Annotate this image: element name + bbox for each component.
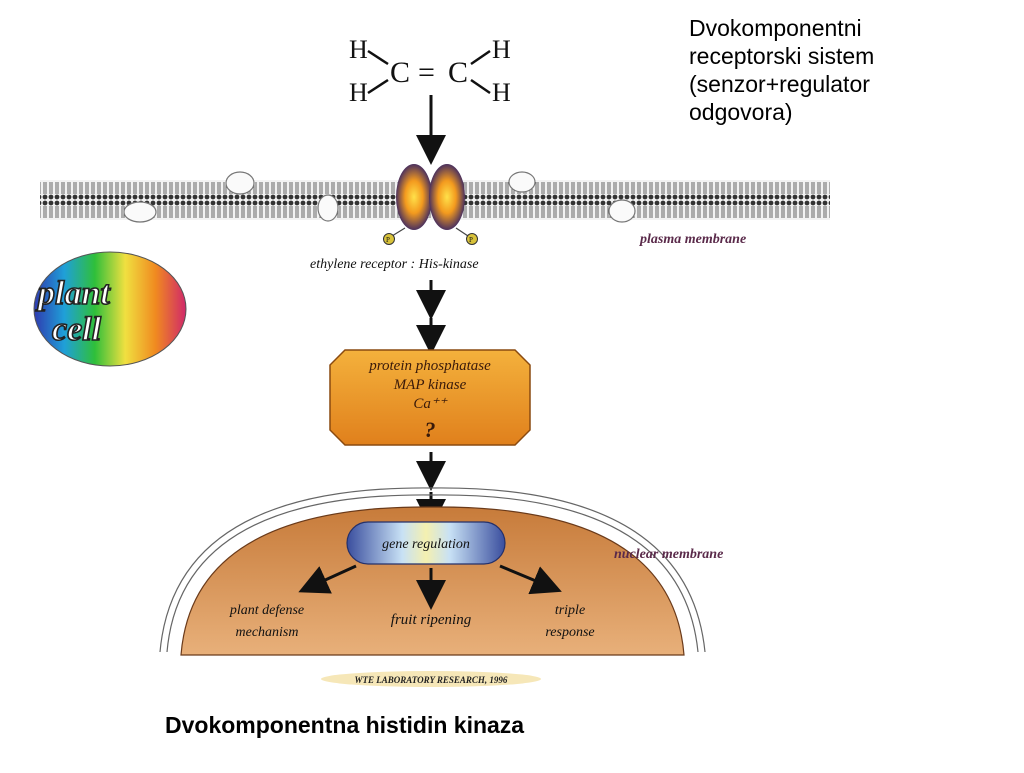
two-component-system-label: Dvokomponentni receptorski sistem (senzo… bbox=[689, 14, 1019, 126]
carbon-right: C bbox=[448, 56, 468, 89]
credit-text: WTE LABORATORY RESEARCH, 1996 bbox=[355, 675, 508, 685]
box-line-calcium: Ca⁺⁺ bbox=[413, 396, 447, 412]
phosphate-right: P bbox=[469, 236, 473, 244]
side-label-line-2: receptorski sistem bbox=[689, 43, 875, 69]
output-ripening: fruit ripening bbox=[391, 612, 472, 628]
hydrogen-top-left: H bbox=[349, 35, 368, 64]
box-line-phosphatase: protein phosphatase bbox=[368, 358, 491, 374]
carbon-left: C bbox=[390, 56, 410, 89]
box-line-unknown: ? bbox=[425, 417, 436, 442]
logo-word-cell: cell bbox=[52, 311, 102, 348]
credit-banner: WTE LABORATORY RESEARCH, 1996 bbox=[321, 671, 541, 687]
arrow-to-triple-response bbox=[499, 564, 562, 595]
side-label-line-4: odgovora) bbox=[689, 99, 793, 125]
output-defense-line2: mechanism bbox=[236, 625, 299, 640]
nuclear-membrane-label: nuclear membrane bbox=[614, 547, 723, 562]
double-bond: = bbox=[418, 56, 435, 89]
side-label-line-1: Dvokomponentni bbox=[689, 15, 862, 41]
output-defense-line1: plant defense bbox=[229, 603, 304, 618]
hydrogen-top-right: H bbox=[492, 35, 511, 64]
gene-regulation-label: gene regulation bbox=[382, 537, 470, 552]
output-triple-line2: response bbox=[545, 625, 594, 640]
output-triple-line1: triple bbox=[555, 603, 585, 618]
hydrogen-bottom-left: H bbox=[349, 78, 368, 107]
side-label-line-3: (senzor+regulator bbox=[689, 71, 870, 97]
signaling-intermediates-box: protein phosphatase MAP kinase Ca⁺⁺ ? bbox=[329, 349, 531, 446]
ethylene-molecule: H H C = C H H bbox=[349, 35, 511, 107]
hydrogen-bottom-right: H bbox=[492, 78, 511, 107]
plasma-membrane-label: plasma membrane bbox=[639, 232, 746, 247]
arrow-to-defense bbox=[298, 564, 357, 594]
receptor-label: ethylene receptor : His-kinase bbox=[310, 257, 479, 272]
phosphate-left: P bbox=[386, 236, 390, 244]
ethylene-receptor: P P bbox=[383, 164, 478, 245]
gene-regulation-pill: gene regulation bbox=[346, 521, 506, 565]
slide-caption: Dvokomponentna histidin kinaza bbox=[165, 712, 525, 738]
box-line-map-kinase: MAP kinase bbox=[393, 377, 467, 393]
logo-word-plant: plant bbox=[35, 275, 111, 312]
plant-cell-logo: plant cell bbox=[33, 251, 187, 367]
